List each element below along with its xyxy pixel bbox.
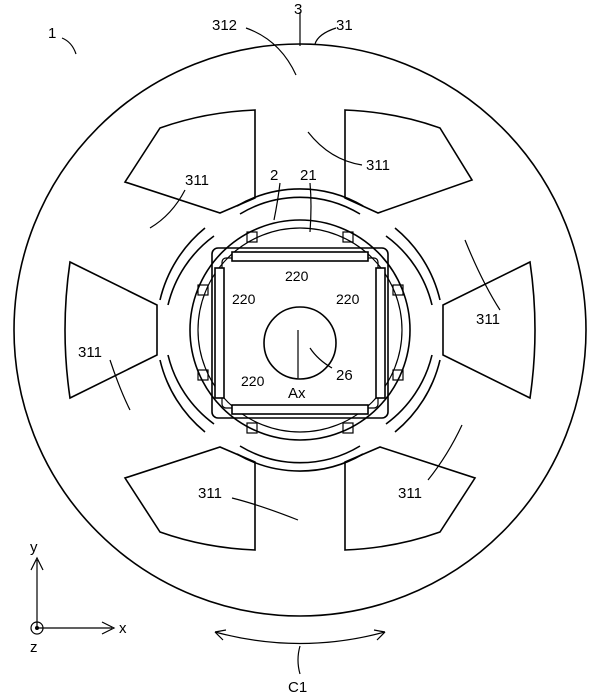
tooth-tip-arc: [239, 445, 361, 464]
z-axis-out-dot: [35, 626, 39, 630]
rotation-arrowhead-left: [214, 629, 227, 641]
rotation-arc: [214, 631, 386, 645]
leader-line: [309, 347, 333, 369]
tooth-tip-arc: [394, 359, 441, 433]
y-axis-arrowhead: [30, 556, 44, 571]
stator-tooth: [123, 109, 256, 214]
leader-line: [245, 27, 297, 76]
label-magnet-right: 220: [336, 291, 360, 307]
leader-line: [427, 424, 463, 481]
rotor-notch: [246, 422, 258, 434]
leader-line: [109, 359, 131, 411]
rotor-outer-ring: [189, 219, 411, 441]
leader-line: [314, 27, 337, 45]
magnets: [214, 251, 386, 415]
x-axis-arrowhead: [101, 621, 116, 635]
magnet-bottom: [231, 404, 369, 415]
stator-tooth: [123, 446, 256, 551]
leader-line: [464, 239, 501, 311]
label-rotor: 2: [270, 167, 278, 184]
label-tooth-upper-left: 311: [185, 172, 209, 189]
z-axis-out-circle: [30, 621, 44, 635]
rotor-notch: [342, 422, 354, 434]
tooth-tip-arc: [385, 235, 433, 306]
shaft: [263, 306, 337, 380]
label-magnet-top: 220: [285, 268, 309, 284]
label-axis: Ax: [288, 385, 306, 402]
rotor-inner-ring: [197, 227, 403, 433]
magnet-right: [375, 267, 386, 399]
leader-lines: [61, 12, 501, 521]
stator-tooth: [442, 260, 536, 400]
label-tooth-lower-left: 311: [198, 485, 222, 502]
magnet-top: [231, 251, 369, 262]
label-yoke: 312: [212, 17, 237, 34]
labels: 1 312 3 31 311 311 311 311 311 311 2 21 …: [30, 1, 500, 696]
tooth-tip-arc: [394, 227, 441, 301]
label-rotation-dir: C1: [288, 679, 307, 696]
tooth-tip-arc: [385, 354, 433, 425]
tooth-tips: [159, 188, 441, 472]
tooth-tip-arc: [239, 196, 361, 215]
label-device: 1: [48, 25, 56, 42]
rotor-core: [211, 247, 389, 419]
label-axis-y: y: [30, 539, 38, 556]
label-rotor-ring: 21: [300, 167, 317, 184]
label-magnet-left: 220: [232, 291, 256, 307]
magnet-left: [214, 267, 225, 399]
stator-tooth: [64, 260, 158, 400]
label-tooth-top: 311: [366, 157, 390, 174]
label-tooth-right: 311: [476, 311, 500, 328]
tooth-tip-arc: [236, 453, 364, 472]
stator-tooth: [344, 446, 477, 551]
rotor-notch: [392, 284, 404, 296]
leader-line: [273, 182, 281, 221]
stator-outer-circle: [13, 43, 587, 617]
stator-tooth: [344, 109, 474, 214]
rotation-arrowhead-right: [373, 629, 386, 641]
tooth-tip-arc: [167, 354, 215, 425]
rotor-notch: [197, 284, 209, 296]
rotor-notch: [392, 369, 404, 381]
tooth-tip-arc: [236, 188, 364, 207]
leader-line: [307, 131, 363, 166]
label-tooth-lower-right: 311: [398, 485, 422, 502]
leader-line: [61, 37, 77, 55]
leader-line: [297, 645, 301, 675]
rotor-notch: [342, 231, 354, 243]
tooth-tip-arc: [167, 235, 215, 306]
label-axis-z: z: [30, 639, 38, 656]
label-axis-x: x: [119, 620, 127, 637]
label-stator-ring: 31: [336, 17, 353, 34]
coordinate-axes: [30, 556, 116, 635]
rotor-notch: [246, 231, 258, 243]
tooth-tip-arc: [159, 359, 206, 433]
label-shaft: 26: [336, 367, 353, 384]
leader-line: [149, 189, 186, 229]
tooth-tip-arc: [159, 227, 206, 301]
label-stator: 3: [294, 1, 302, 18]
leader-line: [231, 497, 299, 521]
rotation-indicator: [214, 629, 386, 675]
label-tooth-left: 311: [78, 344, 102, 361]
label-magnet-bottom: 220: [241, 373, 265, 389]
leader-line: [309, 182, 312, 233]
rotor-notches: [197, 231, 404, 434]
stator-teeth: [64, 109, 536, 551]
rotor-notch: [197, 369, 209, 381]
